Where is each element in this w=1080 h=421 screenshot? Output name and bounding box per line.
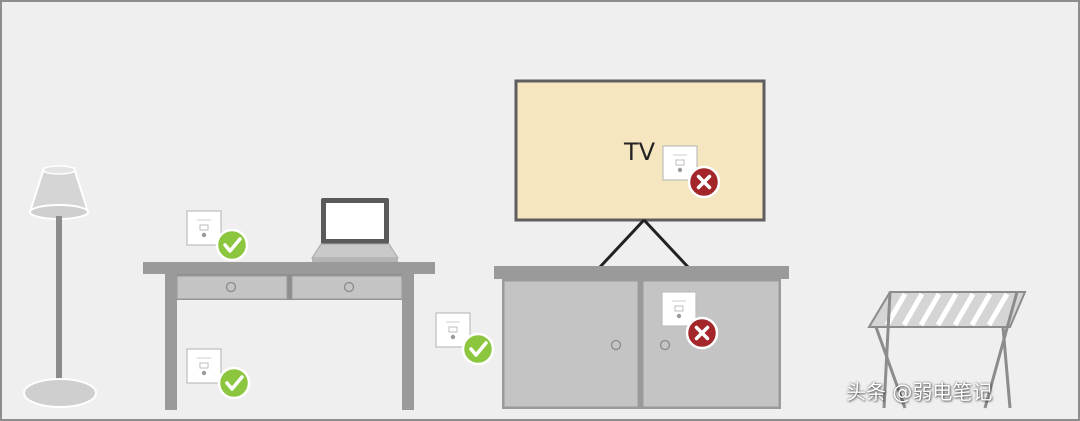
desk-drawer-right [291, 275, 403, 300]
tv-screen [514, 79, 766, 222]
desk [143, 262, 435, 410]
watermark: 头条 @弱电笔记 [846, 380, 993, 404]
desk-drawer-left [176, 275, 288, 300]
television [514, 79, 766, 269]
floor-lamp [23, 165, 97, 408]
check-icon [217, 366, 251, 400]
cross-icon [685, 316, 719, 350]
check-icon [461, 332, 495, 366]
cabinet-door-left [503, 280, 639, 408]
folding-rack [867, 291, 1027, 409]
check-icon [215, 228, 249, 262]
cross-icon [687, 165, 721, 199]
tv-label: TV [623, 138, 656, 166]
tv-cabinet [494, 266, 789, 409]
laptop [311, 198, 399, 262]
